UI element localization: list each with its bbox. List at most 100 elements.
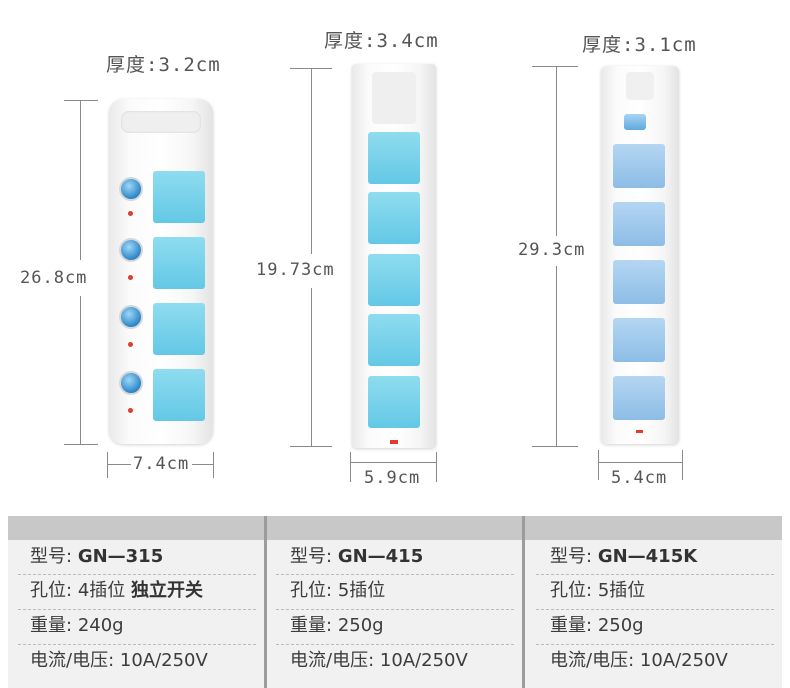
spec-header-3	[525, 516, 782, 540]
height-line-3b	[556, 266, 557, 446]
spec-rating-label: 电流/电压:	[30, 650, 115, 671]
spec-weight-label: 重量:	[550, 615, 593, 636]
spec-rating-row: 电流/电压: 10A/250V	[30, 644, 208, 678]
switch-button-3[interactable]	[119, 305, 143, 329]
socket-1-4	[153, 369, 205, 421]
spec-rating-value: 10A/250V	[639, 650, 728, 671]
spec-model-value: GN—315	[77, 546, 164, 567]
spec-holes-value: 5插位	[597, 580, 646, 601]
spec-rating-value: 10A/250V	[119, 650, 208, 671]
height-line-3a	[556, 66, 557, 236]
spec-separator-2	[522, 516, 525, 688]
height-label-3: 29.3cm	[518, 240, 586, 260]
indicator-led-1	[128, 211, 133, 216]
thickness-label-3: 厚度:3.1cm	[582, 34, 697, 56]
height-line-1a	[80, 100, 81, 260]
socket-3-1	[613, 144, 665, 188]
socket-3-2	[613, 202, 665, 246]
thickness-label-1: 厚度:3.2cm	[106, 54, 221, 76]
switch-button-2[interactable]	[119, 238, 143, 262]
spec-holes-value: 4插位	[77, 580, 126, 601]
spec-model-row: 型号: GN—415	[290, 540, 423, 574]
socket-2-1	[368, 132, 420, 184]
spec-rating-value: 10A/250V	[379, 650, 468, 671]
spec-col-bg-1	[8, 540, 264, 688]
indicator-led-5	[390, 440, 398, 444]
height-cap-top-1	[64, 100, 98, 101]
brand-logo-1	[121, 111, 201, 133]
spec-rating-label: 电流/电压:	[550, 650, 635, 671]
height-cap-bottom-2	[290, 446, 332, 447]
width-cap-left-3	[598, 450, 599, 480]
switch-button-1[interactable]	[119, 177, 143, 201]
width-line-1b	[192, 464, 213, 465]
brand-logo-3	[626, 72, 654, 100]
spec-holes-label: 孔位:	[290, 580, 333, 601]
socket-2-2	[368, 192, 420, 244]
spec-rating-row: 电流/电压: 10A/250V	[290, 644, 468, 678]
spec-weight-row: 重量: 240g	[30, 609, 124, 643]
width-cap-left-1	[107, 452, 108, 478]
spec-model-label: 型号:	[550, 546, 593, 567]
spec-divider	[18, 644, 256, 645]
width-label-2: 5.9cm	[364, 468, 421, 488]
spec-table: 型号: GN—315 孔位: 4插位 独立开关 重量: 240g 电流/电压: …	[8, 516, 782, 688]
width-cap-right-3	[682, 450, 683, 480]
spec-weight-value: 250g	[337, 615, 384, 636]
spec-divider	[536, 644, 774, 645]
width-cap-left-2	[350, 452, 351, 482]
spec-weight-value: 250g	[597, 615, 644, 636]
socket-3-4	[613, 318, 665, 362]
height-line-2b	[311, 288, 312, 446]
spec-weight-value: 240g	[77, 615, 124, 636]
spec-weight-label: 重量:	[30, 615, 73, 636]
spec-rating-row: 电流/电压: 10A/250V	[550, 644, 728, 678]
spec-divider	[536, 609, 774, 610]
socket-1-3	[153, 303, 205, 355]
indicator-led-2	[128, 275, 133, 280]
master-switch[interactable]	[624, 114, 646, 130]
height-line-2a	[311, 68, 312, 254]
spec-col-bg-2	[267, 540, 522, 688]
spec-divider	[276, 609, 514, 610]
spec-holes-label: 孔位:	[30, 580, 73, 601]
spec-divider	[18, 574, 256, 575]
indicator-led-4	[128, 408, 133, 413]
width-cap-right-1	[213, 452, 214, 478]
spec-col-bg-3	[525, 540, 782, 688]
power-strip-gn315	[109, 99, 213, 444]
height-cap-bottom-3	[532, 446, 578, 447]
indicator-led-3	[128, 342, 133, 347]
spec-divider	[536, 574, 774, 575]
socket-2-5	[368, 376, 420, 428]
power-strip-gn415	[352, 64, 436, 448]
brand-logo-2	[372, 72, 416, 124]
height-cap-bottom-1	[64, 444, 98, 445]
height-line-1b	[80, 296, 81, 444]
spec-holes-row: 孔位: 4插位 独立开关	[30, 574, 203, 608]
spec-model-label: 型号:	[290, 546, 333, 567]
height-cap-top-3	[532, 66, 578, 67]
spec-model-row: 型号: GN—315	[30, 540, 163, 574]
spec-holes-row: 孔位: 5插位	[290, 574, 385, 608]
spec-weight-row: 重量: 250g	[550, 609, 644, 643]
spec-holes-value: 5插位	[337, 580, 386, 601]
socket-3-3	[613, 260, 665, 304]
spec-weight-row: 重量: 250g	[290, 609, 384, 643]
socket-1-2	[153, 237, 205, 289]
power-strip-gn415k	[601, 66, 679, 444]
width-line-1a	[107, 464, 131, 465]
spec-header-2	[267, 516, 522, 540]
indicator-led-6	[636, 430, 643, 433]
spec-divider	[276, 574, 514, 575]
spec-header-1	[8, 516, 264, 540]
socket-2-3	[368, 254, 420, 306]
width-line-3	[598, 462, 682, 463]
width-cap-right-2	[436, 452, 437, 482]
spec-holes-label: 孔位:	[550, 580, 593, 601]
switch-button-4[interactable]	[119, 371, 143, 395]
spec-model-value: GN—415K	[597, 546, 698, 567]
width-line-2	[350, 462, 436, 463]
spec-holes-row: 孔位: 5插位	[550, 574, 645, 608]
spec-model-value: GN—415	[337, 546, 424, 567]
